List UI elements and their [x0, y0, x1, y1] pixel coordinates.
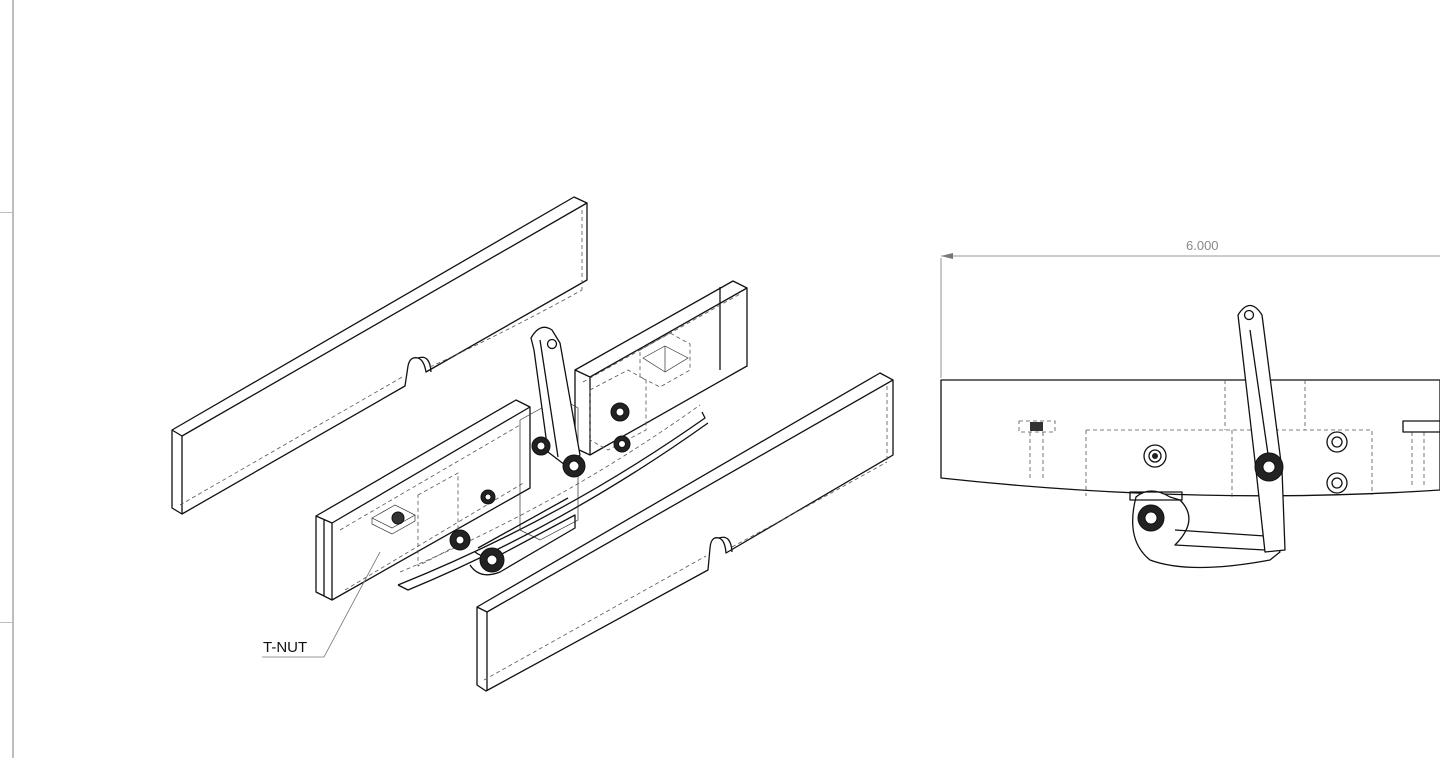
border-tick: [0, 212, 12, 213]
bar-upper-left: [171, 196, 588, 515]
side-view: 6.000: [940, 238, 1440, 569]
screw-fastener: [391, 402, 631, 573]
t-nut-label: T-NUT: [263, 639, 307, 656]
t-nut-side: [1402, 420, 1440, 433]
bar-lower-right: [476, 372, 894, 692]
screw-fastener: [1143, 431, 1348, 494]
dimension-text: 6.000: [1186, 238, 1219, 253]
center-assembly: [315, 280, 748, 601]
dimension-line: 6.000: [940, 238, 1440, 378]
t-nut-callout: T-NUT: [262, 551, 381, 658]
t-nut-side: [1018, 420, 1056, 433]
sheet-border: [0, 0, 14, 758]
isometric-view: T-NUT: [171, 196, 894, 692]
border-tick: [0, 622, 12, 623]
